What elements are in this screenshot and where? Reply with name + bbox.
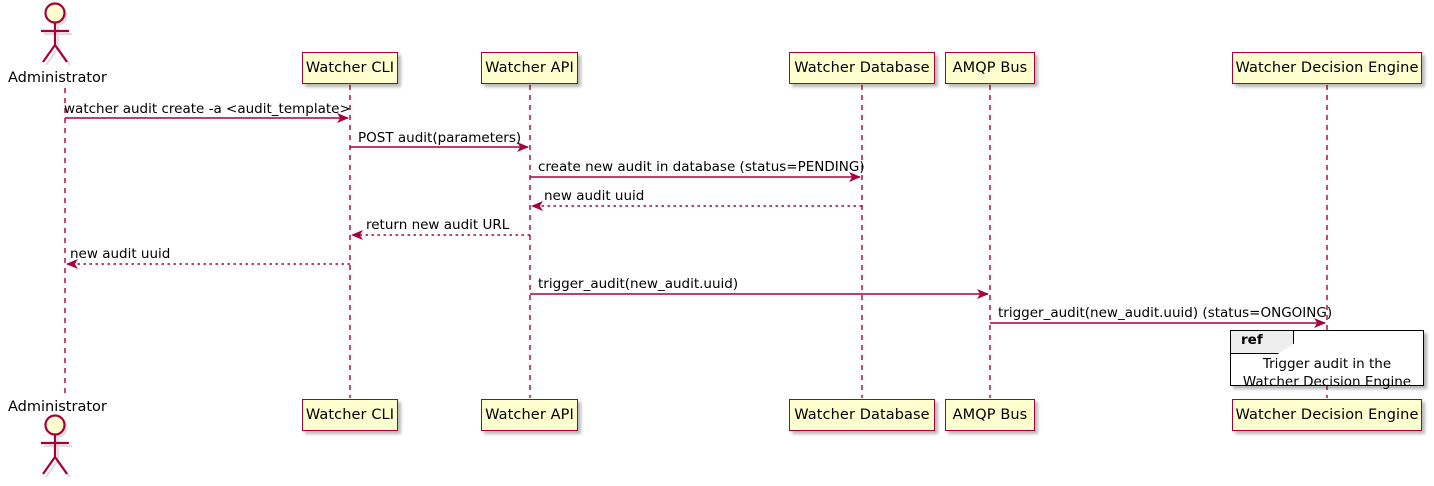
participant-box-watcher-database-top[interactable]: Watcher Database xyxy=(789,52,935,84)
actor-label-administrator-bottom: Administrator xyxy=(8,399,107,415)
participant-box-watcher-api-bottom[interactable]: Watcher API xyxy=(481,399,578,431)
ref-fragment-line-1: Trigger audit in the xyxy=(1262,356,1392,372)
ref-fragment-trigger-audit: ref Trigger audit in the Watcher Decisio… xyxy=(1230,330,1424,390)
ref-fragment-body: Trigger audit in the Watcher Decision En… xyxy=(1231,355,1423,391)
actor-administrator-bottom-figure xyxy=(41,414,72,478)
actor-label-administrator-top: Administrator xyxy=(8,70,107,86)
message-arrows xyxy=(65,113,1326,328)
participant-box-watcher-database-bottom[interactable]: Watcher Database xyxy=(789,399,935,431)
participant-box-watcher-cli-bottom[interactable]: Watcher CLI xyxy=(302,399,398,431)
participant-box-amqp-bus-top[interactable]: AMQP Bus xyxy=(945,52,1035,84)
ref-fragment-tab-label: ref xyxy=(1241,332,1263,348)
participant-box-watcher-decision-engine-bottom[interactable]: Watcher Decision Engine xyxy=(1232,399,1422,431)
ref-fragment-tab xyxy=(1231,331,1294,354)
message-label-5: return new audit URL xyxy=(366,217,510,233)
ref-fragment-line-2: Watcher Decision Engine xyxy=(1242,374,1412,390)
message-label-4: new audit uuid xyxy=(544,188,645,204)
participant-box-watcher-cli-top[interactable]: Watcher CLI xyxy=(302,52,398,84)
actor-administrator-top-figure xyxy=(41,2,72,66)
lifelines xyxy=(64,85,1328,398)
message-label-3: create new audit in database (status=PEN… xyxy=(538,159,865,175)
message-label-6: new audit uuid xyxy=(70,246,171,262)
message-label-7: trigger_audit(new_audit.uuid) xyxy=(538,276,739,292)
participant-box-watcher-decision-engine-top[interactable]: Watcher Decision Engine xyxy=(1232,52,1422,84)
message-label-1: watcher audit create -a <audit_template> xyxy=(64,101,351,117)
message-label-8: trigger_audit(new_audit.uuid) (status=ON… xyxy=(998,305,1333,321)
participant-box-watcher-api-top[interactable]: Watcher API xyxy=(481,52,578,84)
participant-box-amqp-bus-bottom[interactable]: AMQP Bus xyxy=(945,399,1035,431)
message-label-2: POST audit(parameters) xyxy=(358,130,522,146)
